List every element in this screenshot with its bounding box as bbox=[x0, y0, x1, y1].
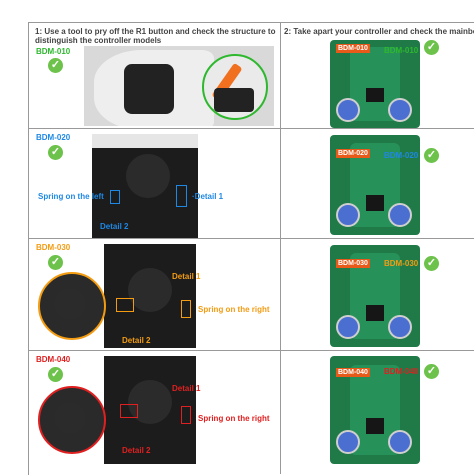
step2-header: 2: Take apart your controller and check … bbox=[284, 27, 474, 36]
detail-1-label: ·Detail 1 bbox=[192, 192, 224, 201]
detail-marker bbox=[120, 404, 138, 418]
pcb-code-text: BDM-040 bbox=[384, 367, 419, 376]
detail-2-label: Detail 2 bbox=[122, 336, 151, 345]
pcb-code-text: BDM-020 bbox=[384, 151, 419, 160]
checkmark-icon: ✓ bbox=[48, 367, 63, 382]
pcb-code-label: BDM-010 bbox=[336, 44, 370, 53]
detail-marker bbox=[110, 190, 120, 204]
detail-2-label: Detail 2 bbox=[100, 222, 129, 231]
detail-marker bbox=[181, 406, 191, 424]
spring-note: Spring on the left bbox=[38, 192, 104, 201]
comparison-table bbox=[28, 22, 474, 475]
r1-structure-photo bbox=[92, 134, 198, 238]
mainboard-photo: BDM-030 bbox=[330, 245, 420, 347]
pcb-code-label: BDM-020 bbox=[336, 149, 370, 158]
checkmark-icon: ✓ bbox=[424, 256, 439, 271]
mainboard-photo: BDM-010 bbox=[330, 40, 420, 128]
checkmark-icon: ✓ bbox=[424, 40, 439, 55]
detail-1-label: Detail 1 bbox=[172, 384, 201, 393]
row-divider bbox=[28, 128, 474, 129]
r1-structure-photo bbox=[104, 244, 196, 348]
detail-marker bbox=[176, 185, 187, 207]
zoom-circle bbox=[38, 272, 106, 340]
zoom-circle bbox=[38, 386, 106, 454]
pcb-code-label: BDM-040 bbox=[336, 368, 370, 377]
r1-structure-photo bbox=[104, 356, 196, 464]
pcb-code-text: BDM-030 bbox=[384, 259, 419, 268]
step1-header-line2: distinguish the controller models bbox=[35, 36, 162, 45]
detail-marker bbox=[181, 300, 191, 318]
pcb-code-label: BDM-030 bbox=[336, 259, 370, 268]
r1-button-photo bbox=[84, 46, 274, 126]
model-code: BDM-040 bbox=[36, 355, 71, 364]
checkmark-icon: ✓ bbox=[48, 255, 63, 270]
spring-note: Spring on the right bbox=[198, 414, 270, 423]
detail-2-label: Detail 2 bbox=[122, 446, 151, 455]
checkmark-icon: ✓ bbox=[424, 364, 439, 379]
row-divider bbox=[28, 350, 474, 351]
checkmark-icon: ✓ bbox=[48, 145, 63, 160]
detail-1-label: Detail 1 bbox=[172, 272, 201, 281]
checkmark-icon: ✓ bbox=[48, 58, 63, 73]
column-divider bbox=[280, 22, 281, 474]
step1-header-line1: 1: Use a tool to pry off the R1 button a… bbox=[35, 27, 276, 36]
detail-marker bbox=[116, 298, 134, 312]
row-divider bbox=[28, 238, 474, 239]
model-code: BDM-030 bbox=[36, 243, 71, 252]
checkmark-icon: ✓ bbox=[424, 148, 439, 163]
mainboard-photo: BDM-020 bbox=[330, 135, 420, 235]
pcb-code-text: BDM-010 bbox=[384, 46, 419, 55]
spring-note: Spring on the right bbox=[198, 305, 270, 314]
model-code: BDM-010 bbox=[36, 47, 71, 56]
model-code: BDM-020 bbox=[36, 133, 71, 142]
mainboard-photo: BDM-040 bbox=[330, 356, 420, 464]
